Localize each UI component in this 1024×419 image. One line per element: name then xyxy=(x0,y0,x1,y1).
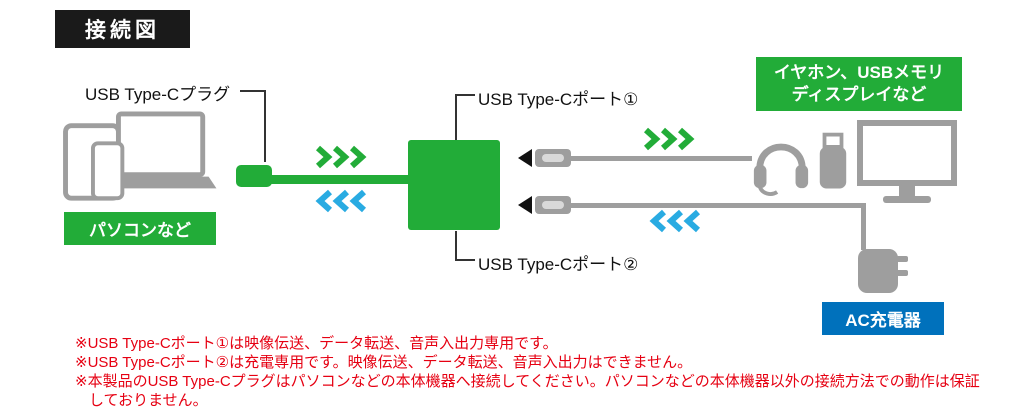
title-badge: 接続図 xyxy=(55,10,190,48)
peripherals-badge-line2: ディスプレイなど xyxy=(791,85,927,105)
headset-icon xyxy=(753,143,809,196)
charger-cable-vertical xyxy=(861,203,866,250)
usb-c-connector-head xyxy=(535,149,571,167)
plug-label-connector-line xyxy=(240,90,266,162)
ac-charger-badge: AC充電器 xyxy=(822,302,944,335)
footnote: ※USB Type-Cポート②は充電専用です。映像伝送、データ転送、音声入出力は… xyxy=(75,354,693,371)
chevrons-right-icon xyxy=(643,127,695,151)
pc-devices-illustration xyxy=(63,111,217,201)
insert-direction-arrow-icon xyxy=(518,196,532,214)
usb-c-connector-head xyxy=(535,196,571,214)
laptop-icon xyxy=(104,111,217,189)
usb-c-port1-connector-icon xyxy=(518,149,571,167)
pc-cable xyxy=(268,175,410,184)
port1-label: USB Type-Cポート① xyxy=(478,90,639,109)
peripheral-cable xyxy=(570,156,752,161)
smartphone-icon xyxy=(91,141,125,201)
pc-badge: パソコンなど xyxy=(64,212,216,245)
footnote: ※USB Type-Cポート①は映像伝送、データ転送、音声入出力専用です。 xyxy=(75,335,558,352)
charger-cable-horizontal xyxy=(570,203,866,208)
footnote: ※本製品のUSB Type-Cプラグはパソコンなどの本体機器へ接続してください。… xyxy=(75,373,980,409)
usb-c-port2-connector-icon xyxy=(518,196,571,214)
port1-label-connector-line xyxy=(455,94,475,140)
plug-label: USB Type-Cプラグ xyxy=(85,85,231,104)
chevrons-left-icon xyxy=(649,209,701,233)
chevrons-left-icon xyxy=(315,189,367,213)
display-icon xyxy=(857,120,957,203)
port2-label-connector-line xyxy=(455,231,475,261)
port2-label: USB Type-Cポート② xyxy=(478,255,639,274)
ac-adapter-icon xyxy=(858,249,908,293)
peripherals-badge: イヤホン、USBメモリ ディスプレイなど xyxy=(756,57,962,112)
usb-c-plug-icon xyxy=(236,165,272,187)
footnotes: ※USB Type-Cポート①は映像伝送、データ転送、音声入出力専用です。 ※U… xyxy=(75,334,987,410)
peripherals-badge-line1: イヤホン、USBメモリ xyxy=(773,63,945,82)
usb-memory-icon xyxy=(819,132,847,189)
chevrons-right-icon xyxy=(315,145,367,169)
usb-c-hub-body xyxy=(408,140,500,230)
insert-direction-arrow-icon xyxy=(518,149,532,167)
